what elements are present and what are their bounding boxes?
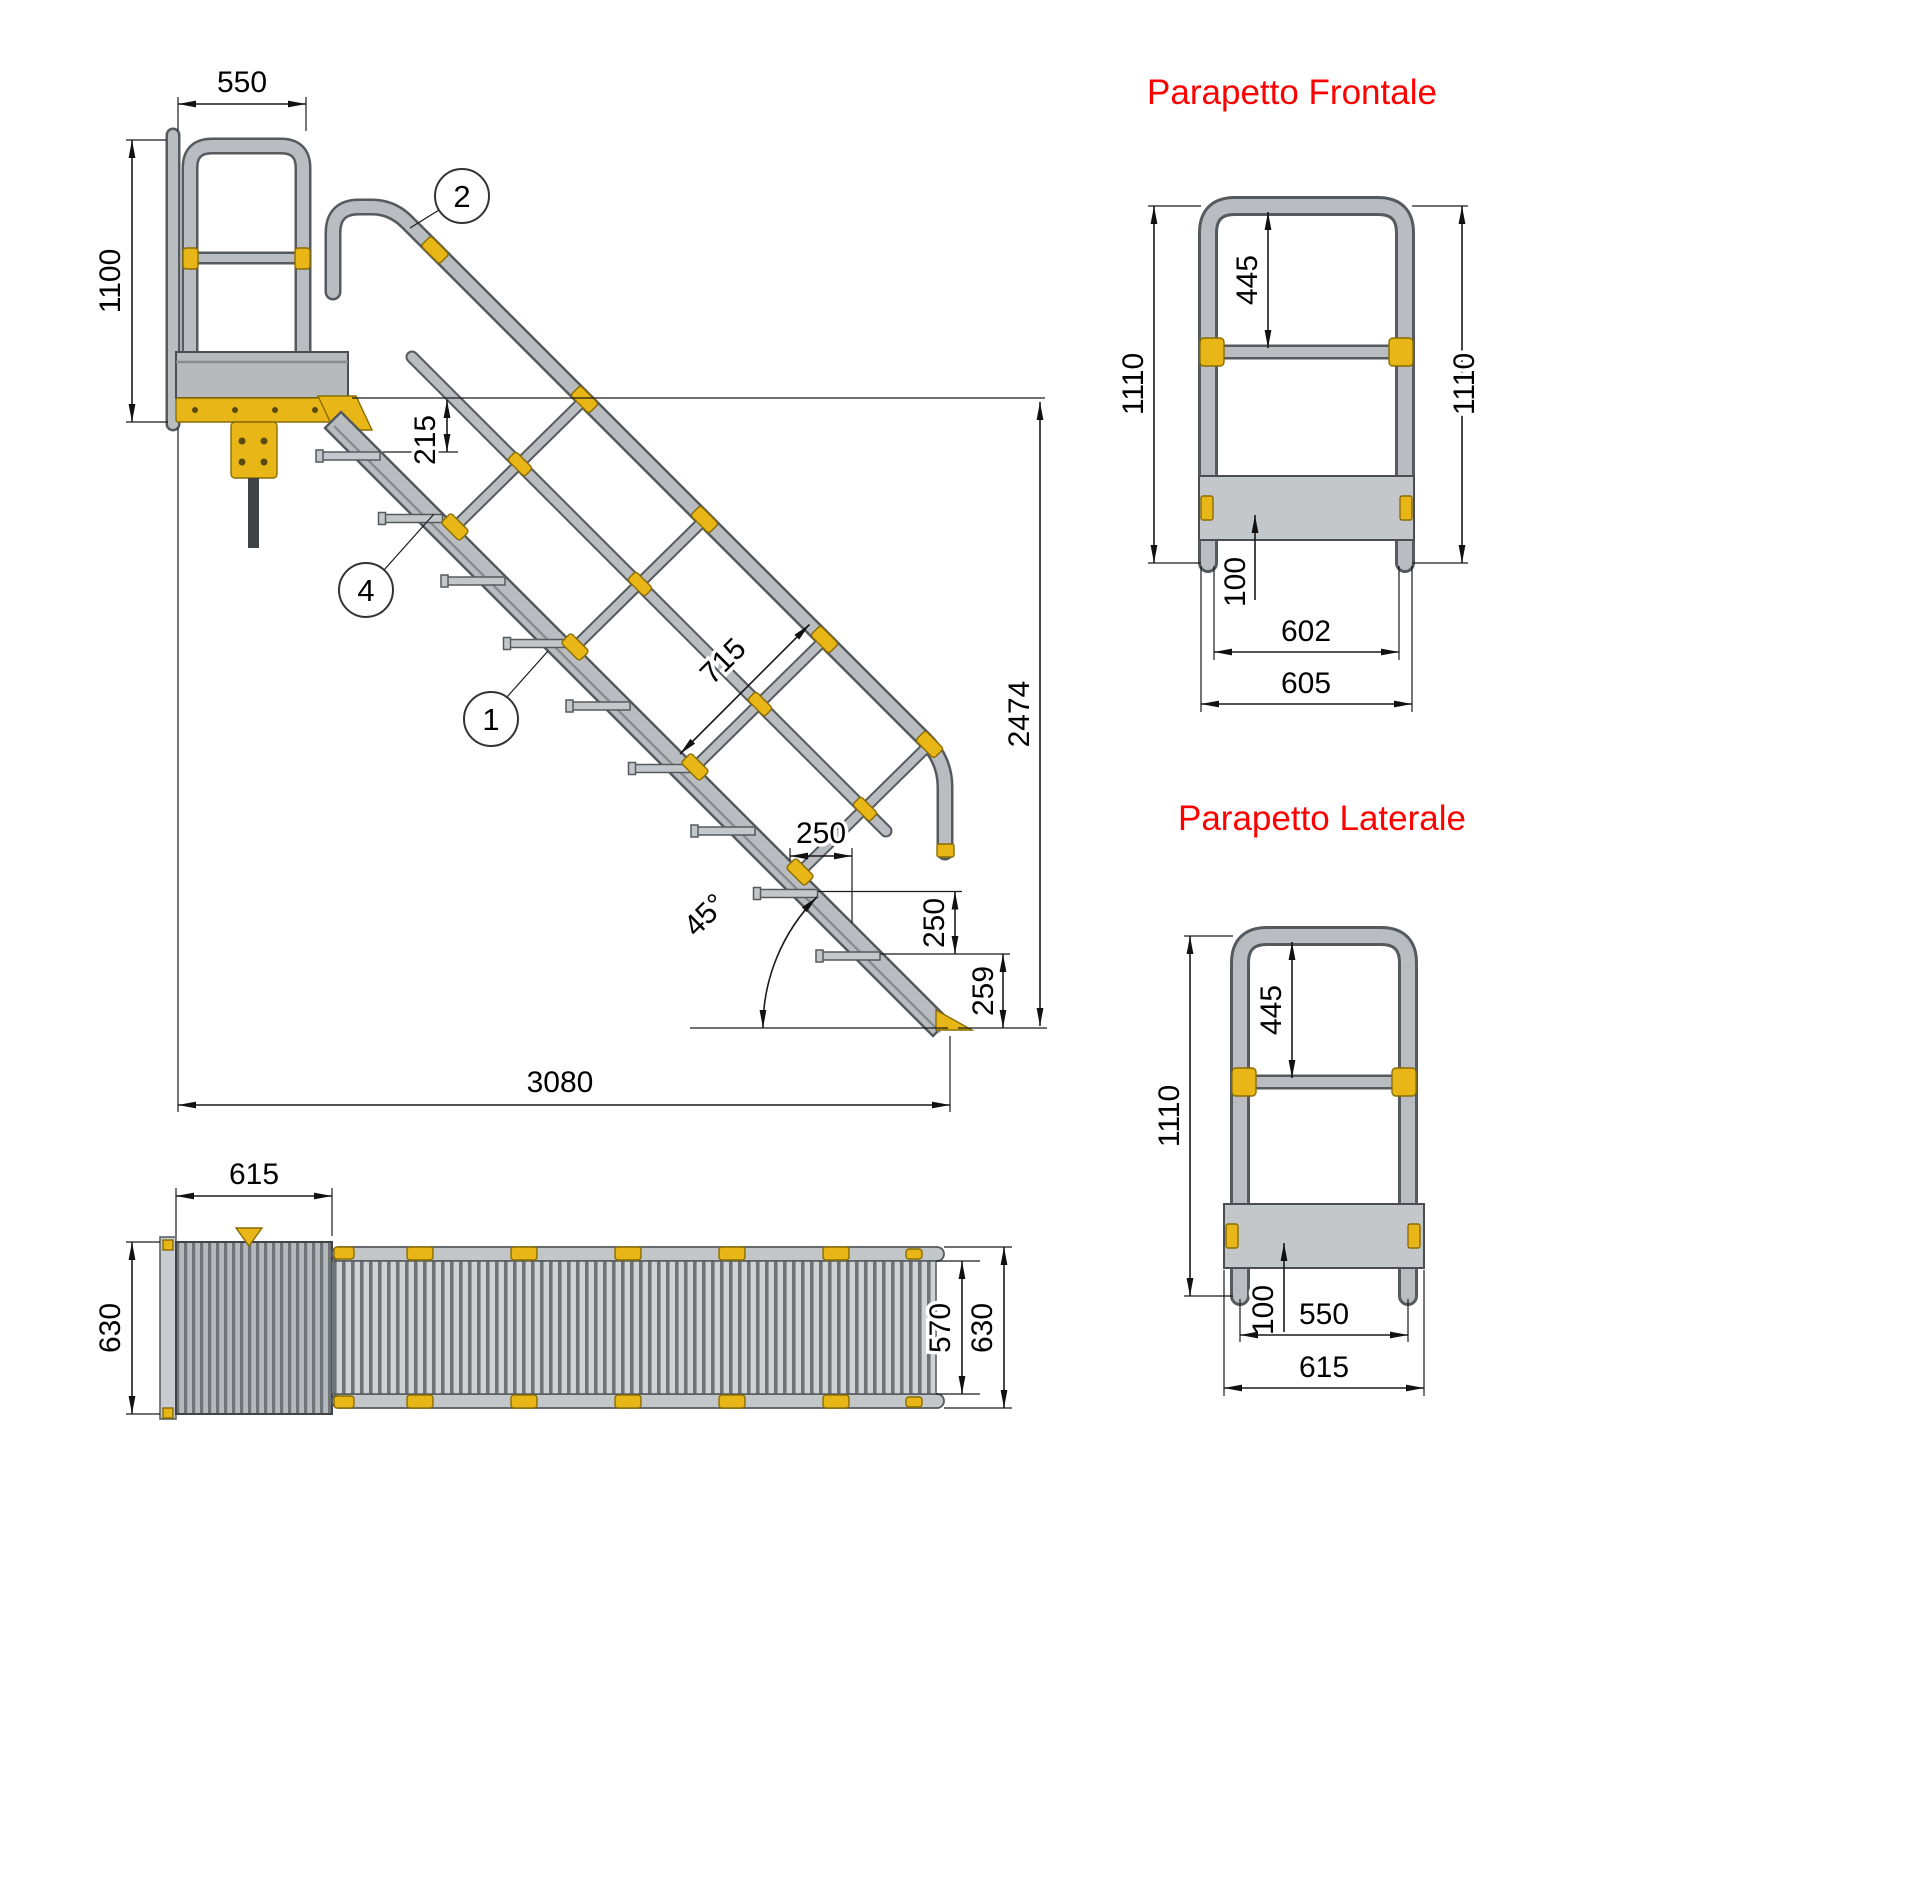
plan-treads	[331, 1260, 937, 1395]
dim-width-right: 630	[966, 1303, 999, 1353]
dim-guard-height: 1100	[94, 249, 127, 314]
callout-stringer: 4	[357, 573, 374, 608]
rail-clamp	[294, 247, 311, 270]
plan-clamps	[333, 1246, 923, 1409]
plan-left-frame	[159, 1236, 177, 1420]
callout-circle-handrail	[434, 168, 490, 224]
dim-width-left: 630	[94, 1303, 127, 1353]
dim-frontale-height-left: 1110	[1117, 353, 1150, 415]
dim-frontale-outer-width: 605	[1281, 667, 1331, 700]
mounting-bracket	[230, 421, 278, 479]
laterale-dimensions: 445 1110 100 550 615	[1150, 935, 1425, 1396]
parapetto-laterale: Parapetto Laterale 445 1110 100 550 615	[1150, 799, 1466, 1396]
dim-step-run: 250	[796, 817, 846, 850]
stair-assembly	[315, 198, 975, 1038]
side-view-dimensions: 550 1100 215 715 2474 250 250 259	[91, 63, 1047, 1112]
dim-total-length: 3080	[527, 1066, 594, 1099]
rail-clamp	[182, 247, 199, 270]
plan-view: 615 630 570 630	[91, 1155, 1012, 1420]
platform-deck	[175, 351, 349, 399]
dim-platform-length: 615	[229, 1158, 279, 1191]
callout-handrail: 2	[453, 179, 470, 214]
frontale-dimensions: 445 1110 1110 100 602 605	[1114, 205, 1485, 712]
treads	[315, 449, 881, 963]
handrail-end-cap	[936, 843, 955, 858]
tube-clamps	[421, 236, 944, 886]
dim-total-height: 2474	[1003, 681, 1036, 748]
dim-step-rise: 250	[918, 898, 951, 948]
frontale-title: Parapetto Frontale	[1147, 73, 1437, 112]
dim-laterale-height: 1110	[1153, 1085, 1186, 1147]
callouts: 2 4 1	[338, 168, 549, 747]
dim-frontale-toe: 100	[1219, 557, 1252, 607]
stair-foot	[935, 1008, 975, 1031]
side-view: 550 1100 215 715 2474 250 250 259	[91, 63, 1047, 1112]
dim-laterale-midrail: 445	[1255, 985, 1288, 1035]
dim-frontale-midrail: 445	[1231, 255, 1264, 305]
dim-laterale-toe: 100	[1247, 1285, 1280, 1335]
plan-dimensions: 615 630 570 630	[91, 1155, 1012, 1415]
dim-frontale-height-right: 1110	[1448, 353, 1481, 415]
stringer	[323, 410, 951, 1038]
dim-base-height: 259	[967, 966, 1000, 1016]
dim-inner-width: 570	[924, 1303, 957, 1353]
plan-latch	[234, 1227, 264, 1248]
plan-platform	[175, 1241, 333, 1415]
laterale-title: Parapetto Laterale	[1178, 799, 1466, 838]
platform-assembly	[165, 127, 374, 548]
dim-angle: 45°	[678, 888, 733, 943]
callout-circle-step	[463, 691, 519, 747]
dim-platform-width: 550	[217, 66, 267, 99]
dim-first-step: 215	[409, 415, 442, 465]
laterale-toe-board	[1223, 1203, 1425, 1269]
support-bar	[248, 478, 259, 548]
parapetto-frontale: Parapetto Frontale 445 1110 1110 100 602…	[1114, 73, 1485, 712]
dim-laterale-post-width: 550	[1299, 1298, 1349, 1331]
dim-frontale-inner-width: 602	[1281, 615, 1331, 648]
callout-step: 1	[482, 702, 499, 737]
frontale-toe-board	[1198, 475, 1415, 541]
dim-laterale-outer-width: 615	[1299, 1351, 1349, 1384]
callout-circle-stringer	[338, 562, 394, 618]
